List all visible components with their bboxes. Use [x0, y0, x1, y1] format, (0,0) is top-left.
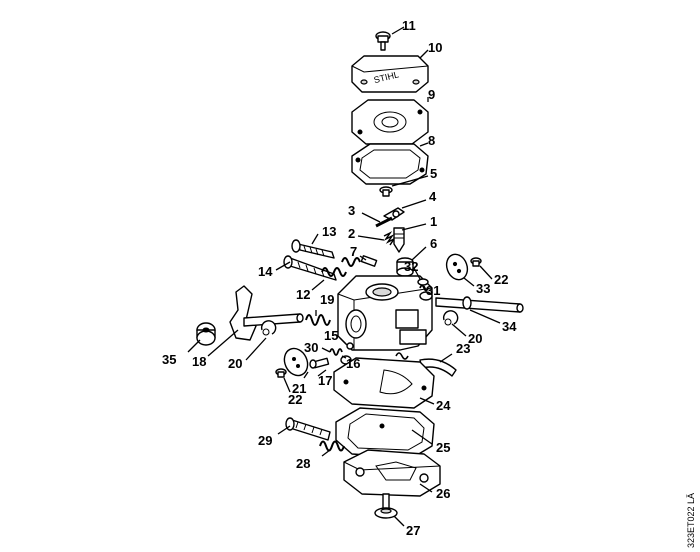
callout-11: 11 [402, 18, 416, 33]
callout-22-bottom: 22 [288, 392, 302, 407]
part-throttle-shutter [445, 253, 469, 281]
callout-28: 28 [296, 456, 310, 471]
callout-29: 29 [258, 433, 272, 448]
callout-20-left: 20 [228, 356, 242, 371]
callout-9: 9 [428, 87, 435, 102]
callout-17: 17 [318, 373, 332, 388]
part-screw-22-bottom [275, 368, 287, 378]
callout-2: 2 [348, 226, 355, 241]
part-inlet-lever [383, 207, 405, 221]
part-adjusting-screw-29 [285, 417, 331, 441]
part-pump-cover: STIHL [351, 55, 429, 93]
part-plug-6 [396, 257, 414, 277]
callout-25: 25 [436, 440, 450, 455]
parts: STIHL [196, 31, 524, 519]
part-spring-19 [305, 314, 331, 326]
part-plug-31 [419, 284, 429, 292]
part-spring-30 [329, 348, 343, 356]
callout-3: 3 [348, 203, 355, 218]
callout-23: 23 [456, 341, 470, 356]
part-adjusting-screw-13 [291, 239, 335, 259]
part-e-clip-left [260, 320, 277, 336]
callout-33: 33 [476, 281, 490, 296]
callout-15: 15 [324, 328, 338, 343]
callout-10: 10 [428, 40, 442, 55]
part-gasket-top [351, 143, 429, 185]
part-adjusting-screw-14 [283, 255, 337, 281]
callout-labels: 11 10 9 8 5 4 3 2 1 6 7 13 14 12 19 32 3… [162, 18, 517, 538]
part-bushing [196, 322, 216, 346]
part-ball-15 [346, 342, 354, 350]
part-inlet-needle [393, 227, 405, 253]
callout-16: 16 [346, 356, 360, 371]
part-choke-lever [229, 285, 304, 341]
callout-19: 19 [320, 292, 334, 307]
callout-21: 21 [292, 381, 306, 396]
callout-24: 24 [436, 398, 451, 413]
callout-12: 12 [296, 287, 310, 302]
part-spring-12 [321, 267, 347, 277]
part-cover-screw [375, 31, 391, 51]
part-spring-12b [341, 257, 361, 267]
callout-14: 14 [258, 264, 273, 279]
callout-13: 13 [322, 224, 336, 239]
callout-8: 8 [428, 133, 435, 148]
callout-31: 31 [426, 283, 440, 298]
part-throttle-shaft [435, 296, 524, 313]
callout-18: 18 [192, 354, 206, 369]
part-spring-2 [383, 231, 397, 246]
part-e-clip-right [442, 310, 459, 326]
callout-30: 30 [304, 340, 318, 355]
part-carburetor-body [337, 275, 433, 351]
callout-1: 1 [430, 214, 437, 229]
callout-6: 6 [430, 236, 437, 251]
part-screw-5 [379, 186, 393, 197]
callout-20-right: 20 [468, 331, 482, 346]
callout-34: 34 [502, 319, 517, 334]
part-screw-27 [374, 493, 398, 519]
part-spindle [375, 216, 393, 228]
figure-reference-code: 323ET022 LÄ [686, 493, 696, 548]
callout-26: 26 [436, 486, 450, 501]
part-pin-7 [360, 255, 378, 267]
part-fuel-hose [395, 352, 457, 377]
part-choke-shutter [283, 347, 309, 377]
part-metering-diaphragm [333, 357, 435, 409]
part-screw-17 [309, 357, 330, 369]
callout-4: 4 [429, 189, 437, 204]
callout-35: 35 [162, 352, 176, 367]
callout-27: 27 [406, 523, 420, 538]
part-end-cover [343, 449, 441, 497]
part-screw-22-top [470, 257, 482, 267]
callout-32: 32 [404, 259, 418, 274]
callout-5: 5 [430, 166, 437, 181]
part-gasket-bottom [335, 407, 435, 459]
callout-22-top: 22 [494, 272, 508, 287]
part-spring-28 [319, 440, 345, 452]
part-diaphragm [351, 99, 429, 145]
callout-7: 7 [350, 244, 357, 259]
leader-lines [187, 26, 501, 527]
